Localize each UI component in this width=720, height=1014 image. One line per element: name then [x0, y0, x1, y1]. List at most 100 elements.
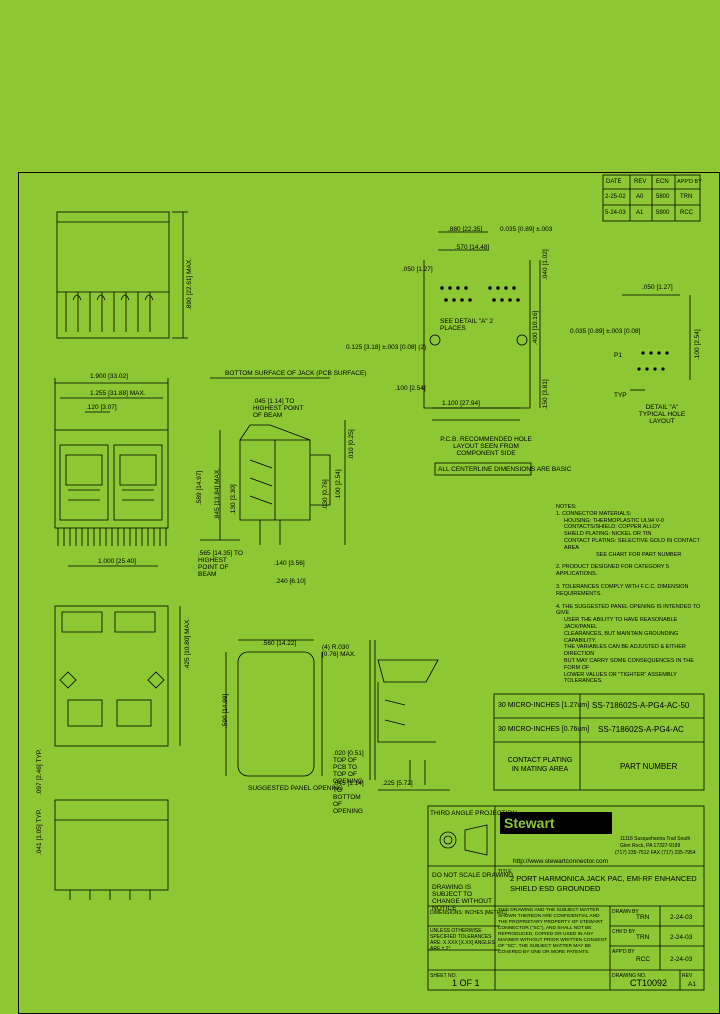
notes-block: NOTES: 1. CONNECTOR MATERIALS: HOUSING: …	[556, 504, 706, 685]
dim-side-bottom-note: BOTTOM SURFACE OF JACK (PCB SURFACE)	[225, 370, 367, 377]
dim-pcb-h2: .400 [10.16]	[532, 310, 539, 345]
dim-side-right3: .030 [0.76]	[322, 479, 329, 510]
part-footer-plating: CONTACT PLATING IN MATING AREA	[507, 757, 573, 773]
company-address1: 11118 Susquehanna Trail South	[620, 836, 691, 842]
note-line: CLEARANCES, BUT MAINTAIN GROUNDING CAPAB…	[564, 630, 679, 644]
sheet-number: 1 OF 1	[452, 978, 480, 988]
detail-p1: P1	[614, 352, 622, 359]
rev-row-appd: TRN	[680, 194, 693, 200]
pcb-layout-title: P.C.B. RECOMMENDED HOLE LAYOUT SEEN FROM…	[440, 436, 532, 457]
part-footer-number: PART NUMBER	[620, 762, 678, 771]
pcb-hole-layout	[423, 231, 541, 476]
rev-header-appd: APP'D BY	[677, 179, 702, 185]
sheet-label: SHEET NO.	[430, 973, 457, 979]
dim-pcb-h3: .100 [2.54]	[395, 385, 426, 392]
side-view	[200, 377, 346, 545]
dim-panel-w: .560 [14.22]	[262, 640, 297, 647]
checked-by-label: CHK'D BY	[612, 929, 636, 935]
side-panel-view	[369, 640, 450, 791]
revision-value: A1	[688, 981, 696, 988]
dim-detail-w: .050 [1.27]	[642, 284, 673, 291]
dim-pcb-detail: SEE DETAIL "A" 2 PLACES	[440, 318, 494, 332]
dim-top-height: .890 [22.61] MAX.	[186, 257, 193, 310]
pcb-basic-note: ALL CENTERLINE DIMENSIONS ARE BASIC	[438, 466, 572, 473]
dim-panel-h: .020 [0.51] TOP OF PCB TO TOP OF OPENING	[333, 750, 364, 785]
dim-pcb-hole: 0.035 [0.89] ±.003	[500, 226, 553, 233]
note-line: CONTACT PLATING: SELECTIVE GOLD IN CONTA…	[564, 537, 700, 551]
company-logo: Stewart Connector	[500, 812, 612, 853]
proprietary-note: THIS DRAWING AND THE SUBJECT MATTER SHOW…	[498, 908, 607, 955]
note-line: HOUSING: THERMOPLASTIC UL94 V-0	[564, 517, 664, 524]
approved-by-name: RCC	[636, 956, 651, 963]
rev-row-ecn: 5900	[656, 210, 670, 216]
note-line: SEE CHART FOR PART NUMBER	[596, 551, 682, 558]
dim-side-right2: .100 [2.54]	[335, 469, 342, 500]
rev-row-date: 5-24-03	[605, 210, 626, 216]
revision-label: REV	[682, 973, 693, 979]
dim-front-width: 1.900 [33.02]	[90, 373, 128, 380]
dim-side-bottom: .240 [6.10]	[275, 578, 306, 585]
dim-side-contact: .045 [1.14] TO HIGHEST POINT OF BEAM	[253, 398, 304, 419]
dim-bottom-typ2: .041 [1.05] TYP.	[36, 808, 43, 855]
projection-label: THIRD ANGLE PROJECTION	[430, 810, 518, 817]
rev-row-date: 2-25-02	[605, 194, 626, 200]
company-website[interactable]: http://www.stewartconnector.com	[513, 858, 609, 865]
panel-label: SUGGESTED PANEL OPENING	[248, 785, 343, 792]
drawing-number: CT10092	[630, 978, 668, 988]
dim-pcb-w2: .570 [14.48]	[455, 244, 490, 251]
drawing-number-label: DRAWING NO.	[612, 973, 647, 979]
notes-title: NOTES:	[556, 504, 577, 510]
dim-pcb-right2: .150 [3.81]	[542, 379, 549, 410]
dim-panel-b: .045 [1.14] TO BOTTOM OF OPENING	[333, 780, 364, 815]
dim-pcb-w3: 1.100 [27.94]	[442, 400, 480, 407]
dim-bottom-height: .425 [10.80] MAX.	[184, 617, 191, 670]
dim-pcb-holes: 0.125 [3.18] ±.003 [0.08] (2)	[346, 344, 427, 351]
dim-side-tail: .130 [3.30]	[230, 484, 237, 515]
top-view	[56, 211, 188, 339]
revision-table-frame	[602, 174, 701, 222]
note-line: 3. TOLERANCES COMPLY WITH F.C.C. DIMENSI…	[556, 583, 689, 597]
detail-label: DETAIL "A" TYPICAL HOLE LAYOUT	[638, 404, 686, 425]
dim-pcb-w1: .880 [22.35]	[448, 226, 483, 233]
company-address3: (717) 235-7512 FAX (717) 235-7954	[615, 850, 696, 856]
checked-by-name: TRN	[636, 934, 650, 941]
rev-header-ecn: ECN	[656, 179, 669, 185]
part-row-number: SS-718602S-A-PG4-AC	[598, 725, 684, 734]
dim-panel-bottom: .225 [5.72]	[382, 780, 413, 787]
dim-front-width2: 1.255 [31.88] MAX.	[90, 390, 146, 397]
dim-side-height: .845 [13.84] MAX.	[214, 467, 221, 520]
dim-pcb-h1: .050 [1.27]	[402, 266, 433, 273]
dim-front-inner: .120 [3.07]	[86, 404, 117, 411]
dim-side-offset: .140 [3.56]	[274, 560, 305, 567]
dim-side-to-beam: .565 [14.35] TO HIGHEST POINT OF BEAM	[198, 550, 243, 578]
note-line: THE VARIABLES CAN BE ADJUSTED & EITHER D…	[564, 644, 686, 658]
panel-opening	[225, 639, 323, 777]
dim-panel-r: (4) R.030 [0.76] MAX.	[322, 644, 356, 658]
tolerance-note: UNLESS OTHERWISE SPECIFIED TOLERANCES AR…	[430, 928, 495, 952]
title-label: TITLE	[498, 869, 512, 875]
no-scale-note: DO NOT SCALE DRAWING	[432, 872, 514, 879]
rev-header-date: DATE	[606, 179, 622, 185]
note-line: SHIELD PLATING: NICKEL OR TIN	[564, 531, 652, 538]
detail-typ: TYP	[614, 392, 627, 399]
dim-panel-w2: .590 [14.99]	[222, 693, 229, 728]
checked-date: 2-24-03	[670, 934, 693, 941]
note-line: CONTACTS/SHIELD: COPPER ALLOY	[564, 524, 661, 531]
note-line: 4. THE SUGGESTED PANEL OPENING IS INTEND…	[556, 603, 701, 617]
subject-note: DRAWING IS SUBJECT TO CHANGE WITHOUT NOT…	[432, 884, 492, 912]
dim-detail-hole: 0.035 [0.89] ±.003 [0.08]	[570, 328, 641, 335]
dimensions-note: DIMENSIONS: INCHES [METRIC]	[430, 910, 507, 916]
pcb-holes	[440, 286, 669, 371]
part-number-table	[493, 693, 705, 791]
part-row-plating: 30 MICRO-INCHES [1.27um]	[498, 702, 590, 709]
bottom-view	[54, 605, 181, 900]
dim-bottom-typ1: .097 [2.46] TYP.	[36, 748, 43, 795]
drawn-by-label: DRAWN BY	[612, 909, 639, 915]
note-line: 2. PRODUCT DESIGNED FOR CATEGORY 5 APPLI…	[556, 564, 669, 578]
approved-by-label: APP'D BY	[612, 949, 635, 955]
note-line: BUT MAY CARRY SOME CONSEQUENCES IN THE F…	[564, 657, 694, 671]
rev-row-rev: A1	[636, 210, 644, 216]
dim-pcb-right: .040 [1.02]	[542, 249, 549, 280]
dim-side-height2: .589 [14.97]	[196, 470, 203, 505]
